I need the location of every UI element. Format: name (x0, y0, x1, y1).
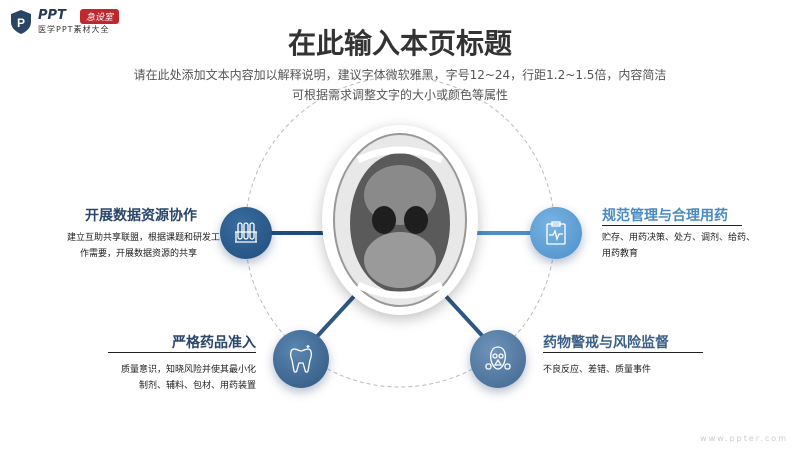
subtitle-line-1: 请在此处添加文本内容加以解释说明，建议字体微软雅黑，字号12~24，行距1.2~… (133, 68, 667, 82)
connector-bottom-left (310, 290, 360, 344)
tooth-icon (290, 345, 312, 373)
item-1-title: 开展数据资源协作 (85, 208, 197, 224)
item-3-divider (108, 352, 256, 353)
item-1-node (220, 207, 272, 259)
clipboard-pulse-icon (546, 221, 566, 245)
item-3-desc-2: 制剂、辅料、包材、用药装置 (138, 381, 256, 391)
item-4-divider (543, 352, 703, 353)
item-3-title: 严格药品准入 (172, 335, 256, 351)
test-tubes-icon (235, 222, 257, 243)
item-3-desc-1: 质量意识，知晓风险并使其最小化 (120, 365, 256, 375)
shield-logo-icon: P (11, 10, 31, 34)
item-1-desc-2: 作需要，开展数据资源的共享 (79, 249, 197, 259)
open-mouth-icon (333, 133, 467, 307)
subtitle-line-2: 可根据需求调整文字的大小或颜色等属性 (291, 88, 508, 102)
logo-badge: 急设室 (80, 9, 120, 24)
item-2-title: 规范管理与合理用药 (602, 208, 728, 224)
item-4-title: 药物警戒与风险监督 (543, 335, 669, 351)
item-4-desc-1: 不良反应、差错、质量事件 (543, 365, 652, 375)
logo: P PPT 急设室 医学PPT素材大全 (8, 8, 138, 36)
item-2-desc-2: 用药教育 (602, 249, 639, 259)
watermark: www.ppter.com (700, 434, 788, 443)
item-1-desc-1: 建立互助共享联盟，根据课题和研发工 (66, 233, 220, 243)
item-3-node (273, 330, 329, 388)
mouth-illustration (322, 125, 478, 315)
item-2-divider (602, 225, 742, 226)
gas-mask-icon (485, 346, 511, 370)
item-2-node (530, 207, 582, 259)
item-4-node (470, 330, 526, 388)
svg-text:P: P (17, 16, 25, 30)
logo-brand: PPT (38, 8, 66, 23)
connector-bottom-right (440, 290, 490, 344)
page-title: 在此输入本页标题 (287, 27, 512, 60)
item-2-desc-1: 贮存、用药决策、处方、调剂、给药、 (602, 233, 756, 243)
logo-tagline: 医学PPT素材大全 (38, 25, 110, 34)
